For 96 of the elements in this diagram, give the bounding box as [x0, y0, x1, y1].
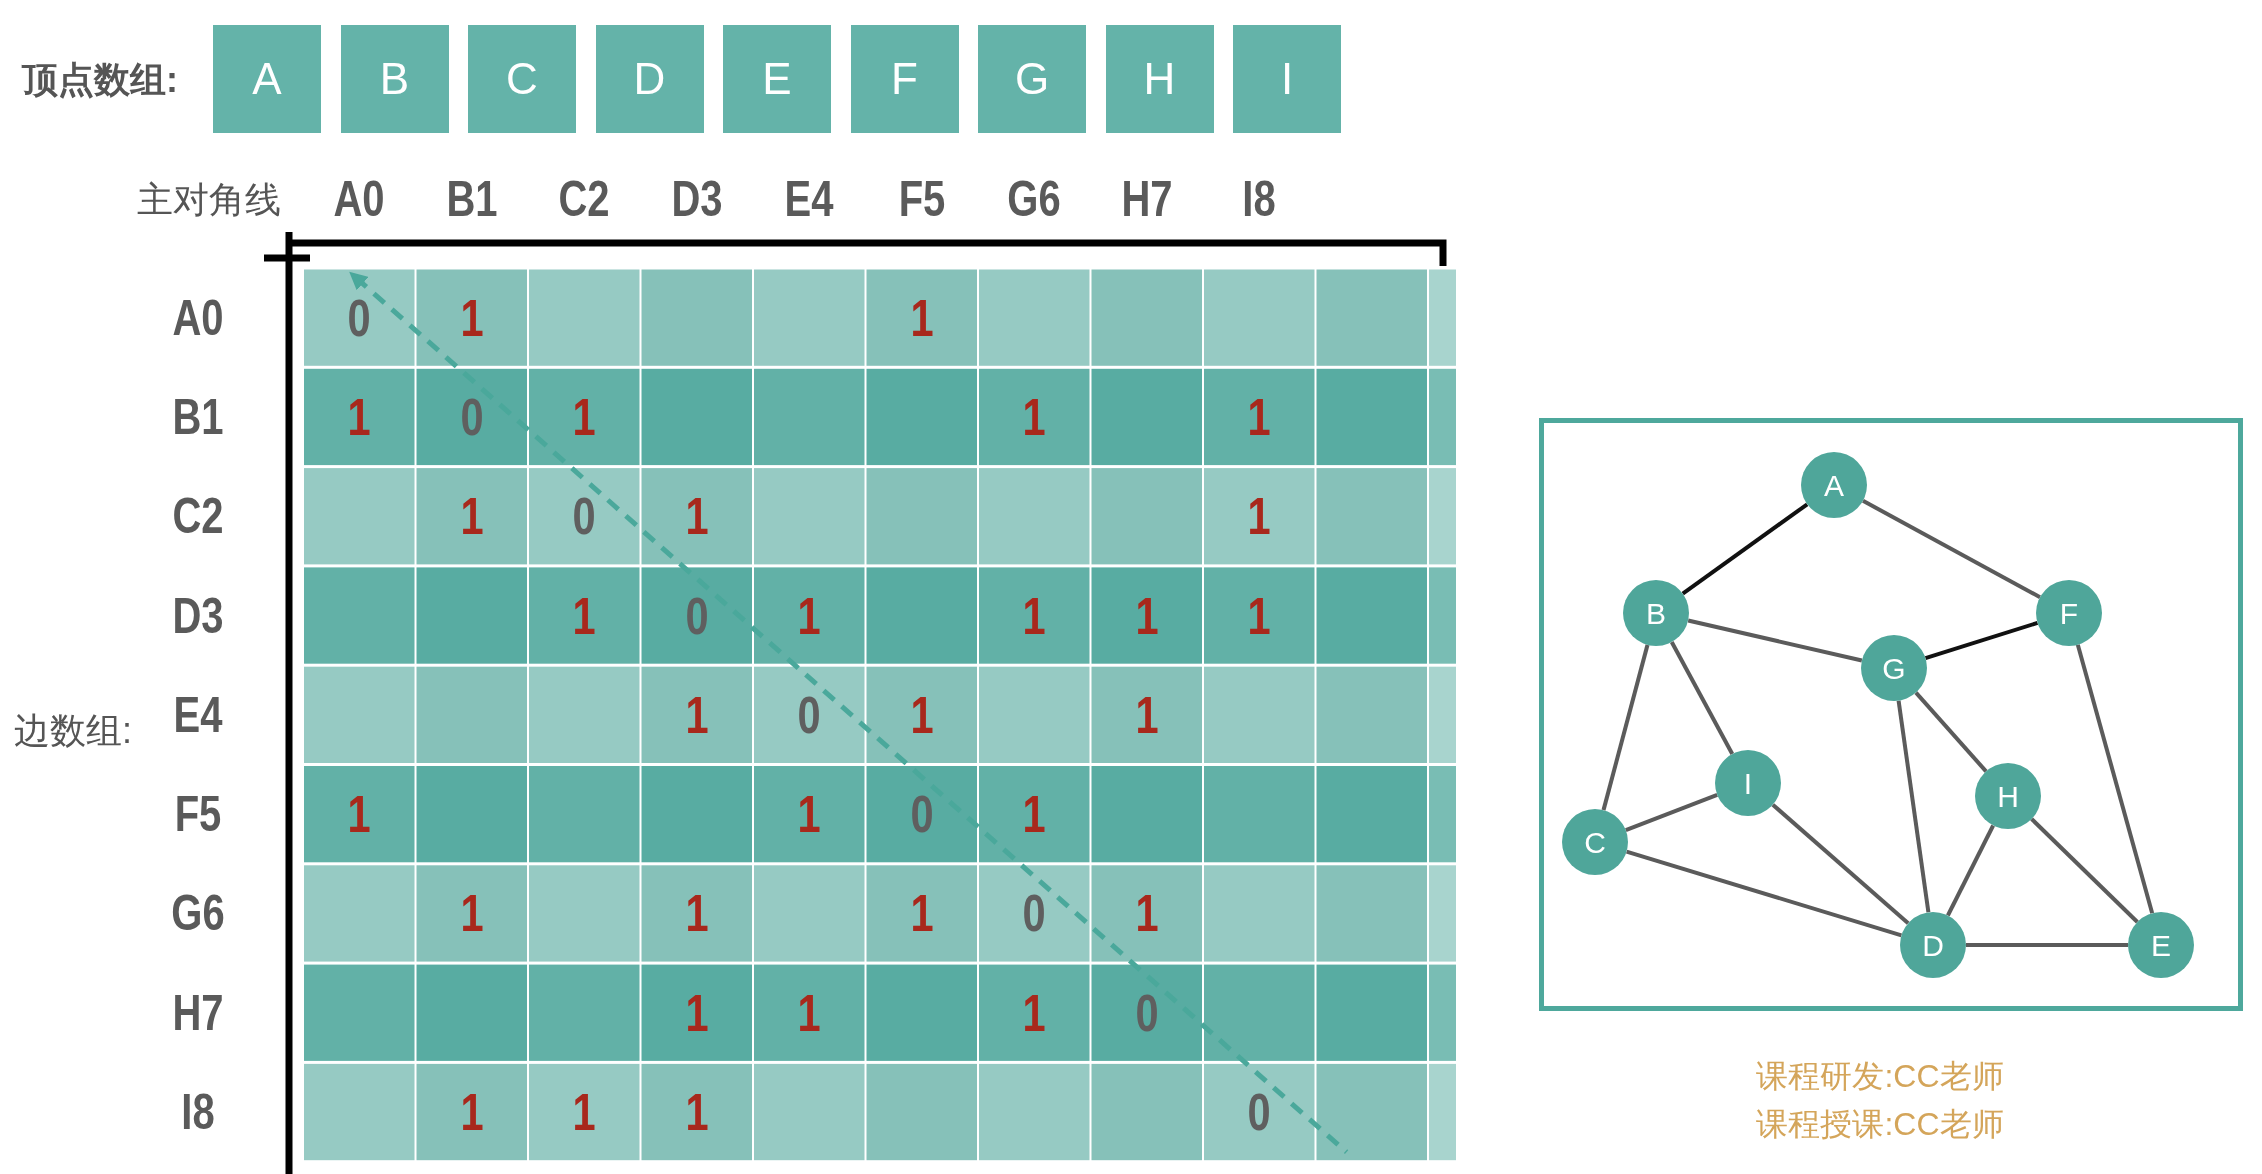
matrix-value: 1: [1022, 589, 1046, 642]
matrix-value: 0: [347, 291, 371, 344]
column-header: B1: [446, 174, 498, 224]
edge-line: [1862, 499, 2041, 599]
matrix-value: 1: [1135, 887, 1159, 940]
edge-line: [1687, 618, 1863, 663]
row-header: D3: [172, 590, 224, 641]
matrix-value: 1: [1022, 390, 1046, 443]
array-heading: 顶点数组:: [22, 62, 178, 98]
vertex-tile: F: [850, 25, 959, 133]
matrix-value: 0: [1247, 1086, 1271, 1139]
edge-line: [1771, 803, 1910, 925]
row-header: B1: [172, 391, 224, 442]
edge-line: [1924, 621, 2039, 660]
credit-text: 课程研发:CC老师: [1756, 1060, 2004, 1092]
matrix-value: 1: [1247, 390, 1271, 443]
edge-line: [1966, 943, 2128, 947]
matrix-value: 1: [797, 986, 821, 1039]
matrix-value: 0: [1135, 986, 1159, 1039]
matrix-value: 1: [572, 390, 596, 443]
vertex-tile: H: [1105, 25, 1214, 133]
row-header: G6: [171, 888, 225, 939]
column-header: I8: [1242, 174, 1276, 224]
vertex-circle: H: [1975, 763, 2041, 829]
matrix-value: 1: [685, 490, 709, 543]
edge-line: [1914, 691, 1988, 773]
edge-line: [1896, 700, 1931, 913]
matrix-value: 1: [685, 1086, 709, 1139]
row-header: H7: [172, 987, 224, 1038]
matrix-value: 1: [910, 688, 934, 741]
matrix-value: 1: [460, 490, 484, 543]
edge-line: [1626, 849, 1902, 938]
matrix-value: 0: [910, 788, 934, 841]
vertex-circle: E: [2128, 912, 2194, 978]
vertex-circle: D: [1900, 912, 1966, 978]
vertex-tile: E: [723, 25, 831, 133]
column-header: E4: [784, 174, 834, 224]
vertex-circle: I: [1715, 750, 1781, 816]
edge-line: [1681, 502, 1809, 596]
matrix-value: 1: [572, 1086, 596, 1139]
edge-line: [2075, 644, 2155, 914]
matrix-value: 1: [797, 788, 821, 841]
matrix-value: 1: [460, 291, 484, 344]
edge-line: [1601, 644, 1650, 811]
row-header: C2: [172, 491, 224, 542]
column-header: D3: [671, 174, 723, 224]
array-heading: 边数组:: [14, 713, 132, 749]
matrix-value: 1: [1247, 589, 1271, 642]
vertex-tile: I: [1233, 25, 1341, 133]
column-header: H7: [1121, 174, 1173, 224]
vertex-circle: F: [2036, 580, 2102, 646]
matrix-value: 1: [572, 589, 596, 642]
matrix-value: 1: [1022, 788, 1046, 841]
matrix-value: 1: [347, 390, 371, 443]
vertex-tile: C: [468, 25, 576, 133]
vertex-tile: D: [595, 25, 704, 133]
matrix-value: 1: [910, 291, 934, 344]
graph-frame: [1539, 418, 2243, 1011]
credit-text: 课程授课:CC老师: [1756, 1108, 2004, 1140]
matrix-value: 1: [1247, 490, 1271, 543]
matrix-value: 0: [797, 688, 821, 741]
vertex-circle: G: [1861, 635, 1927, 701]
matrix-value: 0: [685, 589, 709, 642]
matrix-value: 1: [685, 688, 709, 741]
column-header: C2: [558, 174, 610, 224]
vertex-circle: A: [1801, 452, 1867, 518]
edge-line: [1669, 641, 1735, 755]
row-header: A0: [172, 292, 224, 343]
edge-line: [1946, 824, 1995, 917]
column-header: A0: [333, 174, 385, 224]
matrix-value: 1: [685, 887, 709, 940]
row-header: F5: [174, 789, 222, 840]
matrix-value: 0: [1022, 887, 1046, 940]
vertex-circle: C: [1562, 809, 1628, 875]
matrix-value: 1: [460, 1086, 484, 1139]
matrix-value: 0: [572, 490, 596, 543]
matrix-value: 1: [910, 887, 934, 940]
vertex-tile: G: [978, 25, 1086, 133]
matrix-value: 0: [460, 390, 484, 443]
vertex-circle: B: [1623, 580, 1689, 646]
matrix-value: 1: [1135, 688, 1159, 741]
matrix-value: 1: [460, 887, 484, 940]
row-header: E4: [173, 689, 223, 740]
edge-line: [2030, 817, 2139, 924]
vertex-tile: A: [213, 25, 321, 133]
diagonal-caption: 主对角线: [137, 182, 281, 218]
edge-line: [1625, 793, 1718, 832]
matrix-value: 1: [685, 986, 709, 1039]
column-header: F5: [898, 174, 946, 224]
matrix-value: 1: [1135, 589, 1159, 642]
matrix-value: 1: [1022, 986, 1046, 1039]
vertex-tile: B: [340, 25, 449, 133]
matrix-value: 1: [797, 589, 821, 642]
column-header: G6: [1007, 174, 1061, 224]
matrix-value: 1: [347, 788, 371, 841]
row-header: I8: [181, 1087, 215, 1138]
